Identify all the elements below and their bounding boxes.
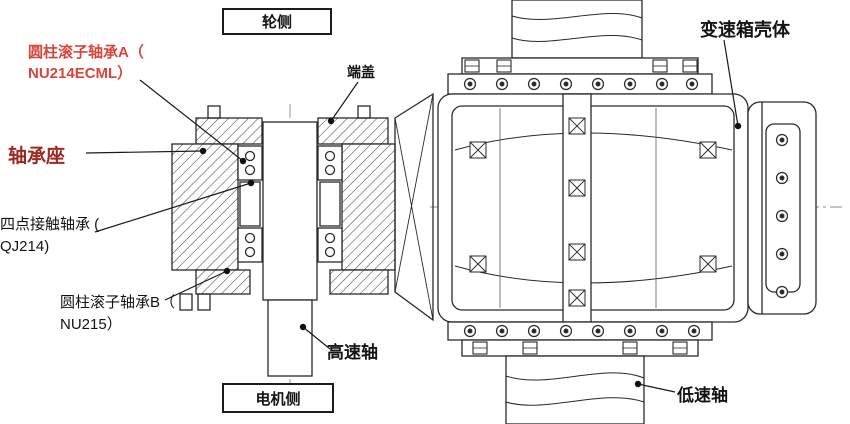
wheel-side-text: 轮侧 [261, 14, 292, 31]
leader-lines [85, 39, 739, 393]
four-point-line2: QJ214) [0, 238, 50, 255]
bearing-a-line2: NU214ECML） [28, 65, 133, 82]
high-speed-shaft-label: 高速轴 [327, 343, 378, 362]
leader-dots [199, 117, 742, 388]
motor-side-text: 电机侧 [255, 390, 301, 408]
bearing-seat-label: 轴承座 [8, 146, 66, 167]
motor-side-box-label: 电机侧 [222, 383, 334, 413]
gearbox-housing-label: 变速箱壳体 [700, 20, 790, 40]
bearing-a-label: 圆柱滚子轴承A（ NU214ECML） [28, 42, 144, 84]
four-point-line1: 四点接触轴承 ( [0, 216, 100, 233]
bearing-b-label: 圆柱滚子轴承B（ NU215） [60, 292, 175, 336]
end-cover-label: 端盖 [347, 64, 375, 80]
bearing-b-line1: 圆柱滚子轴承B（ [60, 294, 176, 311]
wheel-side-box-label: 轮侧 [222, 8, 332, 35]
four-point-bearing-label: 四点接触轴承 ( QJ214) [0, 214, 99, 258]
gearbox-assembly [437, 0, 817, 424]
bearing-housing-assembly [171, 92, 434, 377]
low-speed-shaft-label: 低速轴 [677, 386, 728, 405]
bearing-a-line1: 圆柱滚子轴承A（ [28, 44, 144, 61]
bearing-b-line2: NU215） [60, 316, 122, 333]
